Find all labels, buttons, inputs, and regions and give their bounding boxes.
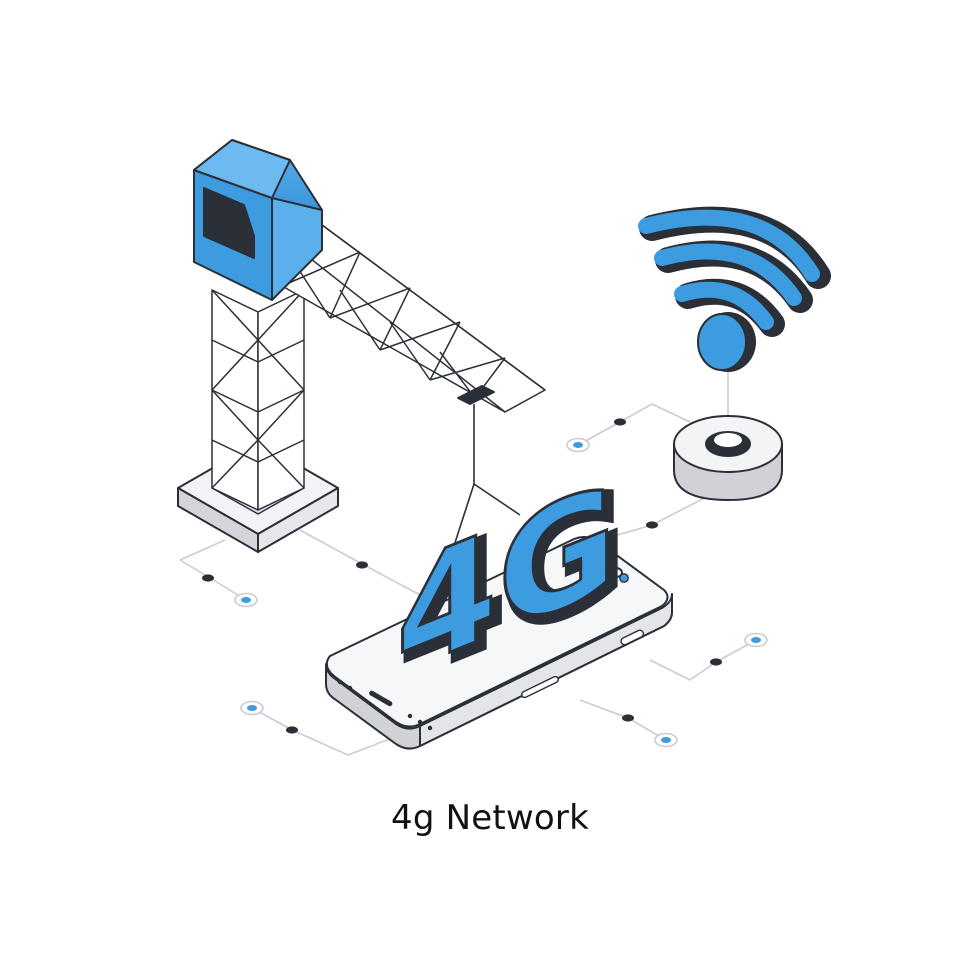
ring-base-icon [673,415,783,502]
caption-title: 4g Network [391,798,589,838]
wifi-icon [638,206,831,437]
crane-trolley [457,385,495,405]
crane-cabin [193,139,323,301]
smartphone-icon [325,536,673,750]
endpoint-dot [240,700,264,716]
connector-endpoints [234,437,768,748]
crane-tower [211,289,305,511]
phone-ports [337,679,433,731]
endpoint-dot [566,437,590,453]
phone-volume-button [620,629,645,646]
crane-cables [451,404,521,553]
endpoint-dot [654,732,678,748]
phone-side-button [521,675,559,699]
endpoint-dot [744,632,768,648]
connector-nodes [202,418,722,734]
crane-jib [267,221,546,413]
endpoint-dot [234,592,258,608]
crane-icon [177,139,546,553]
phone-camera [619,573,629,583]
cabin-window [203,187,255,259]
